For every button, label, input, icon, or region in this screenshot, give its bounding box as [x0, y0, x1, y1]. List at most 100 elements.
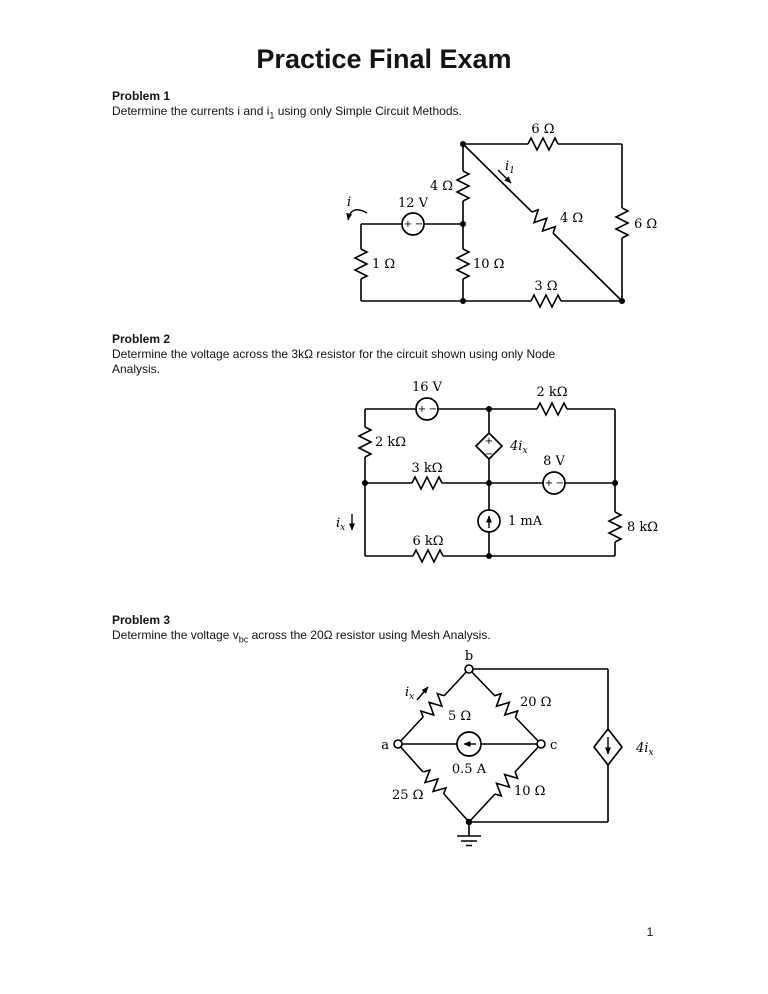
source8v-plus-sign: +: [545, 478, 553, 489]
label-25ohm: 25 Ω: [392, 788, 423, 803]
label-current-i1: i1: [505, 159, 515, 176]
page-number: 1: [646, 925, 654, 939]
ix-main: i: [336, 516, 340, 531]
dep-source-minus-sign: −: [485, 449, 493, 460]
resistor-1ohm-left: [354, 248, 368, 280]
label-4ix: 4ix: [635, 741, 654, 758]
label-4ohm-middle: 4 Ω: [430, 179, 453, 194]
resistor-5ohm-ab: [418, 690, 449, 723]
node-dot: [619, 298, 625, 304]
problem2-circuit-diagram: + − + − + − 16 V 2 kΩ 2 kΩ 3 kΩ 4ix 8 V …: [336, 380, 658, 563]
problem1-heading: Problem 1: [112, 89, 171, 103]
resistor-4ohm-diagonal: [526, 206, 559, 239]
problem1-text-post: using only Simple Circuit Methods.: [274, 104, 462, 118]
resistor-2kohm-top: [536, 402, 568, 416]
label-2kohm-top: 2 kΩ: [536, 385, 567, 400]
resistor-8kohm-right: [608, 511, 622, 543]
label-3kohm: 3 kΩ: [411, 461, 442, 476]
label-1ma: 1 mA: [508, 514, 543, 529]
problem2-description-line2: Analysis.: [112, 362, 161, 376]
node-a-terminal: [393, 739, 403, 749]
dep-label-sub: x: [522, 446, 527, 456]
label-8kohm: 8 kΩ: [627, 520, 658, 535]
i1-sub: 1: [509, 166, 515, 176]
problem1-description: Determine the currents i and i1 using on…: [112, 104, 462, 121]
problem3-description: Determine the voltage vbc across the 20Ω…: [112, 628, 491, 645]
label-05a: 0.5 A: [452, 762, 487, 777]
label-20ohm: 20 Ω: [520, 695, 551, 710]
label-node-b: b: [465, 649, 473, 664]
dep-source-plus-sign: +: [485, 436, 493, 447]
label-4ix: 4ix: [509, 439, 528, 456]
voltage-source-8v: [542, 471, 566, 495]
source16v-plus-sign: +: [418, 404, 426, 415]
ix-sub: x: [340, 523, 345, 533]
dep-label-main: 4i: [635, 741, 648, 756]
resistor-6ohm-top: [527, 137, 559, 151]
resistor-6ohm-right: [615, 207, 629, 239]
dep-label-main: 4i: [509, 439, 522, 454]
label-6ohm-top: 6 Ω: [531, 122, 554, 137]
node-dot: [486, 480, 492, 486]
voltage-source-12v: [401, 212, 425, 236]
label-ix: ix: [405, 685, 414, 702]
label-8v: 8 V: [543, 454, 565, 469]
label-4ohm-diagonal: 4 Ω: [560, 211, 583, 226]
node-dot: [460, 141, 466, 147]
node-dot: [486, 406, 492, 412]
problem1-text-pre: Determine the currents i and i: [112, 104, 270, 118]
circuit3-wires: [397, 668, 609, 836]
problem3-text-post: across the 20Ω resistor using Mesh Analy…: [248, 628, 491, 642]
node-dot: [460, 221, 466, 227]
i1-main: i: [505, 159, 509, 174]
voltage-source-16v: [415, 397, 439, 421]
resistor-10ohm-middle: [456, 248, 470, 280]
label-node-c: c: [550, 738, 557, 753]
node-dot: [486, 553, 492, 559]
label-2kohm-left: 2 kΩ: [375, 435, 406, 450]
label-10ohm: 10 Ω: [514, 784, 545, 799]
label-3ohm: 3 Ω: [534, 279, 557, 294]
dep-label-sub: x: [648, 748, 653, 758]
source8v-minus-sign: −: [556, 478, 564, 489]
node-b-terminal: [464, 664, 474, 674]
node-c-terminal: [536, 739, 546, 749]
problem3-heading: Problem 3: [112, 613, 171, 627]
node-dot: [362, 480, 368, 486]
node-dot: [460, 298, 466, 304]
label-ix: ix: [336, 516, 345, 533]
ix-sub: x: [409, 692, 414, 702]
ix-direction-arrow: [416, 686, 429, 701]
label-node-a: a: [381, 738, 389, 753]
source-plus-sign: +: [404, 219, 412, 230]
problem1-circuit-diagram: + − 6 Ω 6 Ω 4 Ω 10 Ω 1 Ω 3 Ω 4 Ω 12 V i …: [346, 122, 657, 308]
label-16v: 16 V: [412, 380, 443, 395]
page-title: Practice Final Exam: [256, 44, 512, 74]
label-10ohm: 10 Ω: [473, 257, 504, 272]
label-6ohm-right: 6 Ω: [634, 217, 657, 232]
source16v-minus-sign: −: [429, 404, 437, 415]
label-6kohm: 6 kΩ: [412, 534, 443, 549]
source-minus-sign: −: [415, 219, 423, 230]
resistor-2kohm-left: [358, 426, 372, 458]
node-dot: [612, 480, 618, 486]
problem3-text-sub: bc: [238, 634, 249, 645]
current-i1-arrow: [497, 169, 512, 184]
label-1ohm: 1 Ω: [372, 257, 395, 272]
resistor-3kohm-middle: [411, 476, 443, 490]
label-12v: 12 V: [398, 196, 429, 211]
label-current-i: i: [347, 195, 351, 210]
ground-symbol: [457, 835, 481, 847]
problem2-description-line1: Determine the voltage across the 3kΩ res…: [112, 347, 556, 361]
resistor-3ohm-bottom: [530, 294, 562, 308]
problem1-text-sub: 1: [269, 110, 275, 121]
ix-main: i: [405, 685, 409, 700]
problem3-text-pre: Determine the voltage v: [112, 628, 239, 642]
resistor-6kohm-bottom: [412, 549, 444, 563]
current-i-arrow: [346, 209, 368, 221]
problem3-circuit-diagram: b a c ix 5 Ω 20 Ω 25 Ω 10 Ω 0.5 A 4ix: [381, 649, 654, 847]
resistor-4ohm-middle: [456, 170, 470, 202]
node-dot: [465, 818, 473, 826]
label-5ohm: 5 Ω: [448, 709, 471, 724]
